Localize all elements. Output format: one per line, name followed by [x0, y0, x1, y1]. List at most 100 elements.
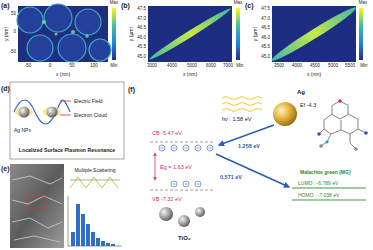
- panel-letter: (e): [1, 165, 10, 172]
- illustration-part: [70, 180, 120, 181]
- illustration-part: [42, 20, 46, 24]
- axis-label: Max: [234, 1, 243, 6]
- illustration-part: [338, 99, 342, 103]
- illustration-part: [364, 131, 368, 135]
- illustration-part: [81, 214, 85, 246]
- axis-label: 5000: [187, 64, 197, 69]
- tick-label: 0: [13, 30, 16, 35]
- tick-label: 47.0: [137, 16, 146, 21]
- axis-label: Min: [110, 64, 117, 69]
- panel-or-note: Electron Cloud: [74, 113, 107, 118]
- illustration-part: [159, 207, 173, 221]
- panel-or-note: Electric Field: [74, 99, 103, 104]
- illustration-part: [101, 241, 105, 246]
- illustration-part: [17, 7, 43, 33]
- illustration-part: [216, 154, 289, 187]
- illustration-part: [96, 238, 100, 246]
- axis-label: x (nm): [307, 72, 321, 77]
- illustration-part: [292, 200, 366, 201]
- illustration-part: [44, 4, 72, 32]
- axis-label: Min: [360, 64, 367, 69]
- panel-or-note: CB -5.47 eV: [152, 131, 182, 137]
- tick-label: 47.5: [137, 7, 146, 12]
- axis-label: Max: [110, 1, 119, 6]
- panel-letter: (c): [245, 2, 254, 9]
- panel-letter: (b): [121, 2, 130, 9]
- illustration-part: [178, 215, 190, 227]
- illustration-part: [317, 132, 321, 136]
- panel-or-note: TiO₂: [178, 235, 191, 241]
- illustration-part: [236, 8, 240, 60]
- illustration-part: [12, 176, 62, 242]
- axis-label: 3500: [274, 64, 284, 69]
- panel-or-note: Ag: [297, 89, 305, 95]
- panel-or-note: Malachite green (MG): [300, 170, 351, 175]
- illustration-part: [89, 39, 111, 61]
- illustration-part: [17, 4, 111, 62]
- axis-label: Multiple Scattering: [74, 168, 115, 173]
- illustration-part: [43, 107, 61, 117]
- axis-label: x (nm): [183, 72, 197, 77]
- axis-label: y (μm): [253, 27, 258, 41]
- illustration-part: [85, 34, 89, 38]
- axis-label: -50: [25, 64, 32, 69]
- illustration-part: [112, 8, 116, 60]
- illustration-part: [111, 244, 115, 246]
- panel-or-note: HOMO : -7.038 eV: [298, 193, 339, 198]
- illustration-part: [68, 196, 69, 246]
- axis-label: 5500: [345, 64, 355, 69]
- illustration-part: [106, 243, 110, 246]
- illustration-part: [219, 125, 274, 145]
- illustration-part: [71, 204, 115, 246]
- illustration-part: [26, 196, 46, 208]
- panel-or-note: VB -7.32 eV: [152, 197, 182, 203]
- illustration-part: [15, 107, 33, 117]
- tick-label: 47.5: [261, 7, 270, 12]
- axis-label: y (nm): [4, 27, 9, 41]
- illustration-part: [332, 101, 348, 119]
- axis-label: 5000: [328, 64, 338, 69]
- tick-label: 46.0: [261, 35, 270, 40]
- axis-label: 4000: [167, 64, 177, 69]
- illustration-part: [42, 20, 89, 38]
- illustration-part: [325, 140, 328, 143]
- panel-or-note: hν : 1.58 eV: [222, 117, 251, 123]
- panel-or-note: LUMO : -6.789 eV: [298, 181, 338, 186]
- panel-letter: (a): [1, 2, 10, 9]
- tick-label: 46.0: [137, 35, 146, 40]
- axis-label: Min: [236, 64, 243, 69]
- illustration-part: [86, 224, 90, 246]
- illustration-part: [292, 188, 366, 189]
- tick-label: 46.5: [261, 26, 270, 31]
- tick-label: 50: [11, 12, 16, 17]
- tick-label: 45.0: [137, 54, 146, 59]
- panel-or-note: Eg = 1.63 eV: [160, 165, 192, 171]
- panel-letter: (f): [128, 86, 135, 93]
- illustration-part: [354, 147, 358, 151]
- illustration-part: [10, 82, 124, 159]
- illustration-part: [75, 9, 101, 35]
- sem-and-histogram: [10, 164, 122, 248]
- illustration-part: [91, 232, 95, 246]
- illustration-part: [60, 101, 71, 102]
- tick-label: 45.5: [261, 45, 270, 50]
- illustration-part: [19, 107, 30, 118]
- illustration-part: [161, 148, 212, 184]
- axis-label: 100: [90, 64, 98, 69]
- axis-label: 4500: [310, 64, 320, 69]
- illustration-part: [155, 153, 156, 180]
- illustration-part: [150, 190, 214, 191]
- tick-label: 45.0: [261, 54, 270, 59]
- axis-label: 4000: [292, 64, 302, 69]
- illustration-part: [60, 115, 71, 116]
- illustration-part: [148, 6, 233, 62]
- illustration-part: [324, 114, 341, 134]
- panel-letter: (d): [1, 85, 10, 92]
- illustration-part: [195, 207, 205, 217]
- axis-label: Max: [359, 1, 368, 6]
- panel-or-note: 1.258 eV: [238, 144, 260, 150]
- lspr-sketch: [10, 82, 124, 159]
- axis-label: 6000: [206, 64, 216, 69]
